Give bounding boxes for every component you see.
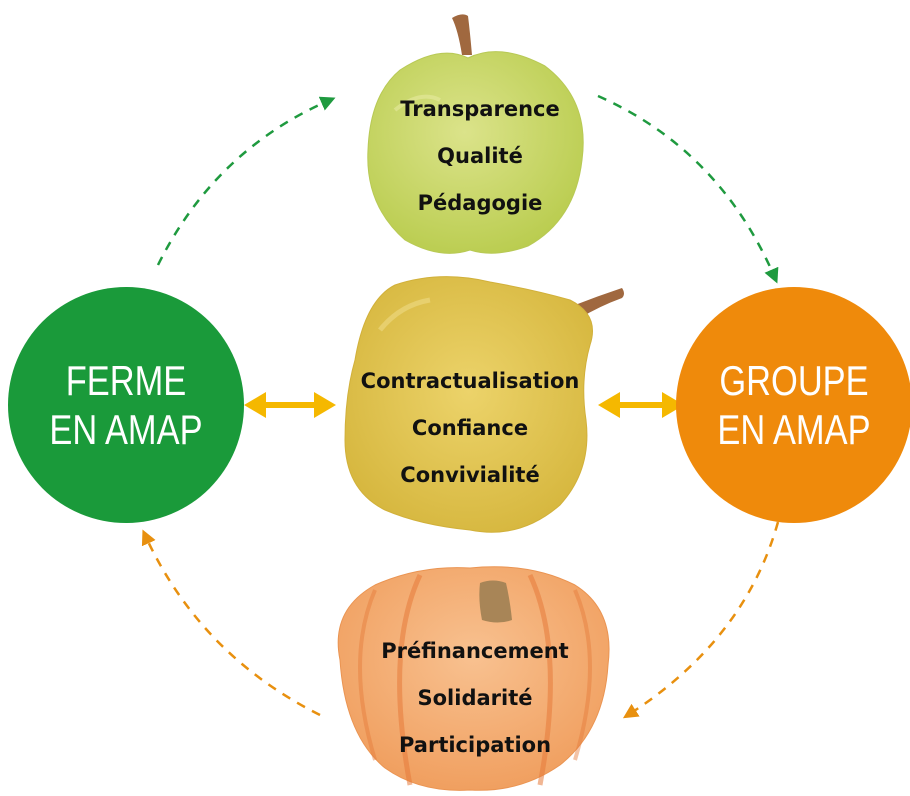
pumpkin-value-1: Préfinancement — [381, 639, 569, 663]
pear-value-1: Contractualisation — [360, 369, 580, 393]
apple-icon — [367, 14, 584, 254]
arrow-ferme-to-apple — [156, 96, 336, 266]
pear-value-2: Confiance — [411, 416, 529, 440]
pumpkin-values: Préfinancement Solidarité Participation — [355, 628, 595, 769]
ferme-label: FERME EN AMAP — [8, 356, 244, 454]
double-arrow-left — [244, 392, 336, 418]
arrow-pumpkin-to-ferme — [141, 529, 321, 717]
ferme-node — [8, 287, 244, 523]
ferme-label-line2: EN AMAP — [49, 406, 203, 453]
pear-icon — [344, 276, 624, 533]
ferme-label-line1: FERME — [65, 357, 187, 404]
arrow-apple-to-groupe — [597, 94, 779, 284]
arrow-groupe-to-pumpkin — [622, 521, 780, 719]
apple-value-1: Transparence — [400, 97, 560, 121]
groupe-label-line2: EN AMAP — [717, 406, 871, 453]
pear-value-3: Convivialité — [400, 463, 540, 487]
pumpkin-value-2: Solidarité — [417, 686, 533, 710]
apple-values: Transparence Qualité Pédagogie — [370, 86, 590, 227]
double-arrow-right — [598, 392, 684, 418]
groupe-node — [676, 287, 910, 523]
pumpkin-value-3: Participation — [398, 733, 552, 757]
groupe-label-line1: GROUPE — [719, 357, 869, 404]
apple-value-2: Qualité — [437, 144, 523, 168]
apple-value-3: Pédagogie — [417, 191, 543, 215]
pear-values: Contractualisation Confiance Convivialit… — [340, 358, 600, 499]
groupe-label: GROUPE EN AMAP — [676, 356, 910, 454]
pumpkin-icon — [337, 566, 610, 791]
